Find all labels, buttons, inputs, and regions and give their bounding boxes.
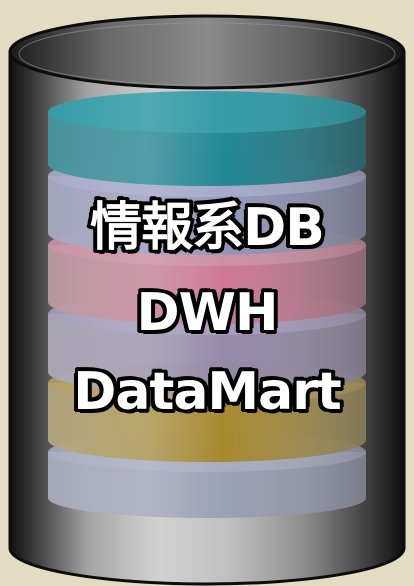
glass-sheen: [10, 52, 404, 584]
cylinder-top: [8, 14, 406, 90]
label-line-dwh: DWH: [136, 283, 278, 343]
label-line-info-db: 情報系DB: [90, 198, 325, 258]
label-line-datamart: DataMart: [73, 362, 342, 422]
cylinder-outline: [8, 52, 406, 586]
